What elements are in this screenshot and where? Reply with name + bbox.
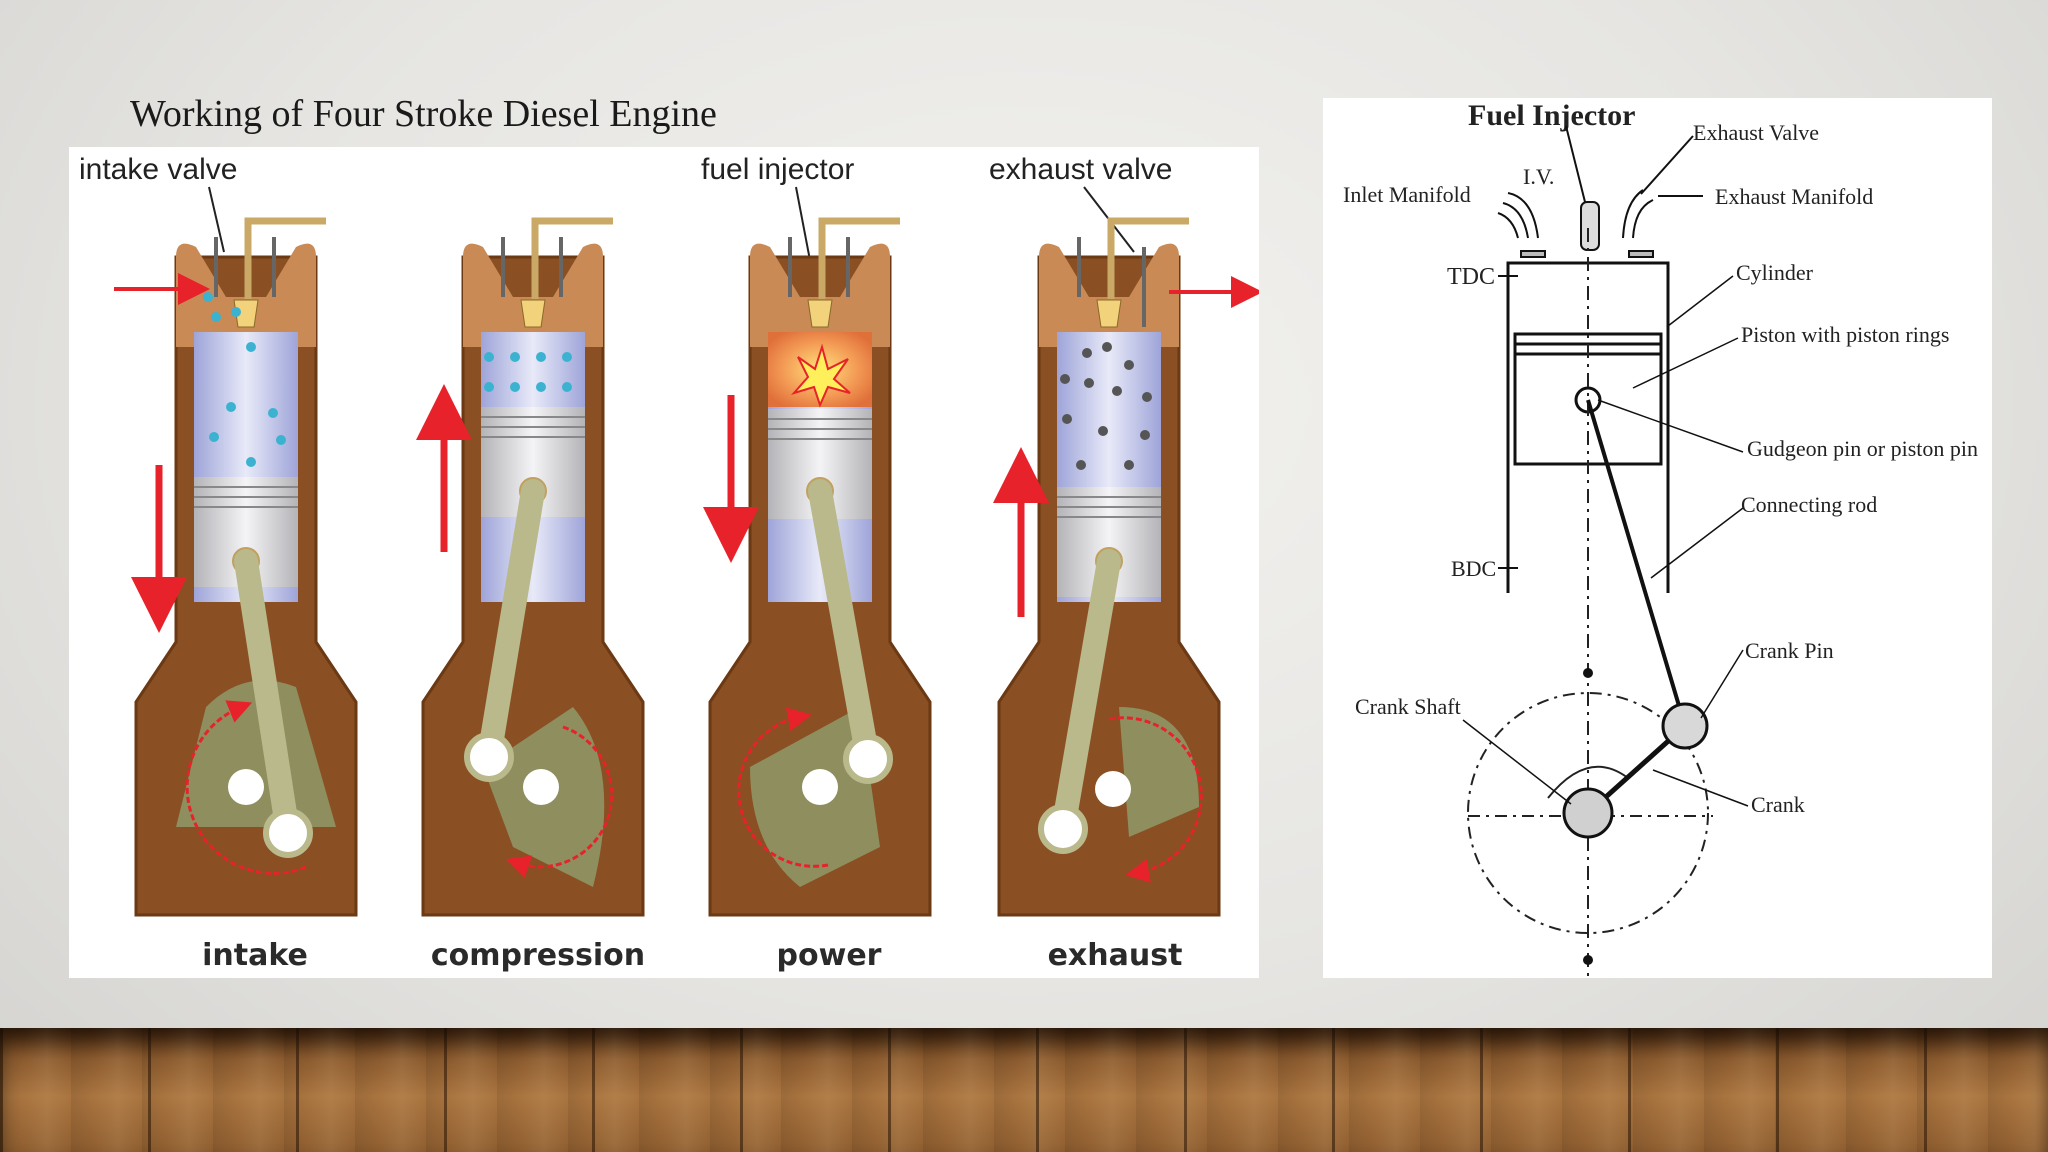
engine-exhaust (997, 217, 1221, 917)
crank-circle (1467, 692, 1709, 934)
piston (1513, 332, 1744, 466)
engine-power (708, 217, 932, 917)
crank-label: Crank (1751, 792, 1805, 817)
engine-schematic-svg: Fuel Injector Exhaust Valve I.V. Inlet M… (1343, 99, 1978, 978)
stage-label-power: power (777, 938, 882, 973)
engine-intake (134, 217, 358, 917)
wooden-floor-decoration (0, 1028, 2048, 1152)
crank-shaft-label: Crank Shaft (1355, 694, 1461, 719)
tdc-label: TDC (1447, 264, 1495, 290)
engine-compression (421, 217, 645, 917)
slide-title: Working of Four Stroke Diesel Engine (130, 93, 717, 135)
fuel-injector-title: Fuel Injector (1468, 99, 1635, 132)
connecting-rod-label: Connecting rod (1741, 492, 1877, 517)
crank-pin (1661, 702, 1709, 750)
bdc-label: BDC (1451, 556, 1496, 581)
cylinder-label: Cylinder (1736, 260, 1814, 285)
crank-shaft (1562, 787, 1614, 839)
stage-label-exhaust: exhaust (1048, 938, 1183, 973)
gudgeon-pin-label: Gudgeon pin or piston pin (1747, 436, 1978, 461)
iv-label: I.V. (1523, 164, 1554, 189)
exhaust-valve-label: exhaust valve (989, 153, 1172, 186)
four-stroke-cycle-figure: intake valve fuel injector exhaust valve (69, 147, 1259, 978)
exhaust-manifold-label: Exhaust Manifold (1715, 184, 1873, 209)
four-stroke-cycle-svg: intake valve fuel injector exhaust valve (79, 153, 1259, 973)
valve-assembly (1497, 125, 1703, 258)
fuel-injector-label: fuel injector (701, 153, 854, 186)
intake-valve-label: intake valve (79, 153, 237, 186)
exhaust-valve-label: Exhaust Valve (1693, 120, 1819, 145)
inlet-manifold-label: Inlet Manifold (1343, 182, 1471, 207)
piston-label: Piston with piston rings (1741, 322, 1949, 347)
stage-label-compression: compression (431, 938, 645, 973)
stage-label-intake: intake (202, 938, 308, 973)
connecting-rod (1586, 399, 1687, 727)
intake-valve-leader (208, 186, 225, 253)
crank-pin-label: Crank Pin (1745, 638, 1834, 663)
engine-schematic-figure: Fuel Injector Exhaust Valve I.V. Inlet M… (1323, 98, 1992, 978)
